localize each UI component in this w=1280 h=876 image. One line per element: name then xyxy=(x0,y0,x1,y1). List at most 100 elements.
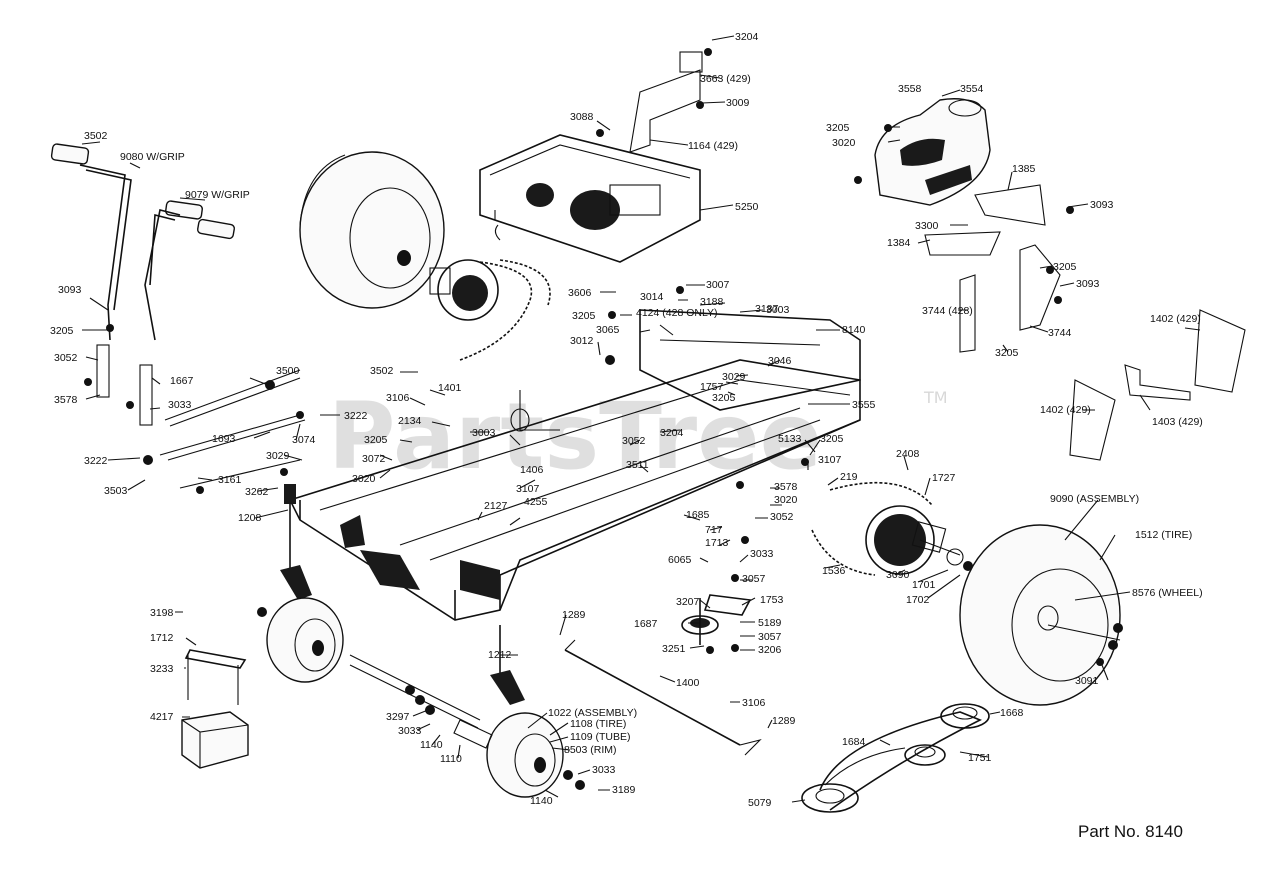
callout-3088: 3088 xyxy=(570,111,594,123)
callout-8576: 8576 (WHEEL) xyxy=(1132,587,1203,599)
tank-brackets xyxy=(924,184,1246,461)
callout-1022: 1022 (ASSEMBLY) xyxy=(548,707,637,719)
callout-3555: 3555 xyxy=(852,399,876,411)
callout-3033-left: 3033 xyxy=(168,399,192,411)
callout-1693: 1693 xyxy=(212,433,236,445)
callout-1684: 1684 xyxy=(842,736,866,748)
callout-3205-center: 3205 xyxy=(712,392,736,404)
callout-3606: 3606 xyxy=(568,287,592,299)
callout-3046: 3046 xyxy=(768,355,792,367)
callout-5079: 5079 xyxy=(748,797,772,809)
battery xyxy=(181,649,249,769)
callout-3744-a: 3744 (428) xyxy=(922,305,973,317)
callout-3233: 3233 xyxy=(150,663,174,675)
callout-3663: 3663 (429) xyxy=(700,73,751,85)
right-sprocket xyxy=(811,481,973,576)
callout-3161: 3161 xyxy=(218,474,242,486)
callout-3033-wheel: 3033 xyxy=(592,764,616,776)
callout-1536: 1536 xyxy=(822,565,846,577)
callout-4217: 4217 xyxy=(150,711,174,723)
watermark-tm: TM xyxy=(923,388,948,407)
callout-3503: 3503 xyxy=(104,485,128,497)
callout-1140-b: 1140 xyxy=(530,795,553,807)
callout-1402-mid: 1402 (429) xyxy=(1040,404,1091,416)
callout-3003-mid: 3003 xyxy=(472,427,496,439)
callout-3093-tank: 3093 xyxy=(1090,199,1114,211)
callout-3052-left: 3052 xyxy=(54,352,78,364)
callout-labels: 3204 3663 (429) 3009 3088 1164 (429) 525… xyxy=(50,31,1203,809)
callout-3205-bracket: 3205 xyxy=(1053,261,1077,273)
callout-3205-left: 3205 xyxy=(50,325,74,337)
callout-3554: 3554 xyxy=(960,83,984,95)
callout-4255: 4255 xyxy=(524,496,548,508)
transmission-assembly xyxy=(479,51,703,263)
callout-1757: 1757 xyxy=(700,381,724,393)
callout-3029-mid: 3029 xyxy=(722,371,746,383)
callout-1289-b: 1289 xyxy=(772,715,796,727)
callout-3007: 3007 xyxy=(706,279,730,291)
callout-3106: 3106 xyxy=(386,392,410,404)
front-casters xyxy=(266,484,564,798)
callout-3205-low: 3205 xyxy=(995,347,1019,359)
callout-1402-top: 1402 (429) xyxy=(1150,313,1201,325)
callout-3033-low: 3033 xyxy=(398,725,422,737)
left-sprocket xyxy=(429,259,551,361)
callout-1401: 1401 xyxy=(438,382,462,394)
callout-6065: 6065 xyxy=(668,554,692,566)
callout-219: 219 xyxy=(840,471,858,483)
callout-1512: 1512 (TIRE) xyxy=(1135,529,1192,541)
pulley-belt xyxy=(564,594,990,813)
callout-1753: 1753 xyxy=(760,594,784,606)
callout-3251: 3251 xyxy=(662,643,686,655)
callout-3091: 3091 xyxy=(1075,675,1099,687)
callout-3003-top: 3003 xyxy=(766,304,790,316)
callout-3205-left2: 3205 xyxy=(364,434,388,446)
callout-3558: 3558 xyxy=(898,83,922,95)
fuel-tank xyxy=(874,98,991,206)
callout-3207: 3207 xyxy=(676,596,700,608)
callout-9079: 9079 W/GRIP xyxy=(185,189,250,201)
callout-1164: 1164 (429) xyxy=(688,140,738,152)
callout-3262: 3262 xyxy=(245,486,269,498)
callout-3222-b: 3222 xyxy=(84,455,108,467)
callout-2134: 2134 xyxy=(398,415,422,427)
part-number-label: Part No. 8140 xyxy=(1078,822,1183,841)
callout-1712: 1712 xyxy=(150,632,174,644)
callout-3300: 3300 xyxy=(915,220,939,232)
callout-1109: 1109 (TUBE) xyxy=(570,731,631,743)
callout-1289-a: 1289 xyxy=(562,609,586,621)
callout-1403: 1403 (429) xyxy=(1152,416,1203,428)
callout-5250: 5250 xyxy=(735,201,759,213)
callout-5189: 5189 xyxy=(758,617,782,629)
callout-1108: 1108 (TIRE) xyxy=(570,718,626,730)
callout-3297: 3297 xyxy=(386,711,410,723)
callout-3205-right: 3205 xyxy=(820,433,844,445)
callout-3065: 3065 xyxy=(596,324,620,336)
callout-3189: 3189 xyxy=(612,784,636,796)
callout-8503: 8503 (RIM) xyxy=(564,744,617,756)
callout-3187: 3187 xyxy=(755,303,779,315)
callout-1140-a: 1140 xyxy=(420,739,443,751)
callout-3014: 3014 xyxy=(640,291,664,303)
callout-3074: 3074 xyxy=(292,434,316,446)
callout-3511: 3511 xyxy=(626,459,649,471)
callout-1701: 1701 xyxy=(912,579,936,591)
callout-1110: 1110 xyxy=(440,753,462,765)
leader-lines xyxy=(81,35,1201,803)
callout-1751: 1751 xyxy=(968,752,992,764)
callout-1212: 1212 xyxy=(488,649,512,661)
callout-1668: 1668 xyxy=(1000,707,1024,719)
callout-3093-bracket: 3093 xyxy=(1076,278,1100,290)
callout-717: 717 xyxy=(705,524,723,536)
callout-5133: 5133 xyxy=(778,433,802,445)
callout-3057-a: 3057 xyxy=(742,573,766,585)
callout-3012: 3012 xyxy=(570,335,594,347)
callout-2408: 2408 xyxy=(896,448,920,460)
callout-3106-low: 3106 xyxy=(742,697,766,709)
hardware-dots xyxy=(84,48,1104,790)
callout-3052-mid: 3052 xyxy=(622,435,646,447)
callout-1667: 1667 xyxy=(170,375,194,387)
left-rear-tire xyxy=(299,151,445,309)
callout-3029-left: 3029 xyxy=(266,450,290,462)
